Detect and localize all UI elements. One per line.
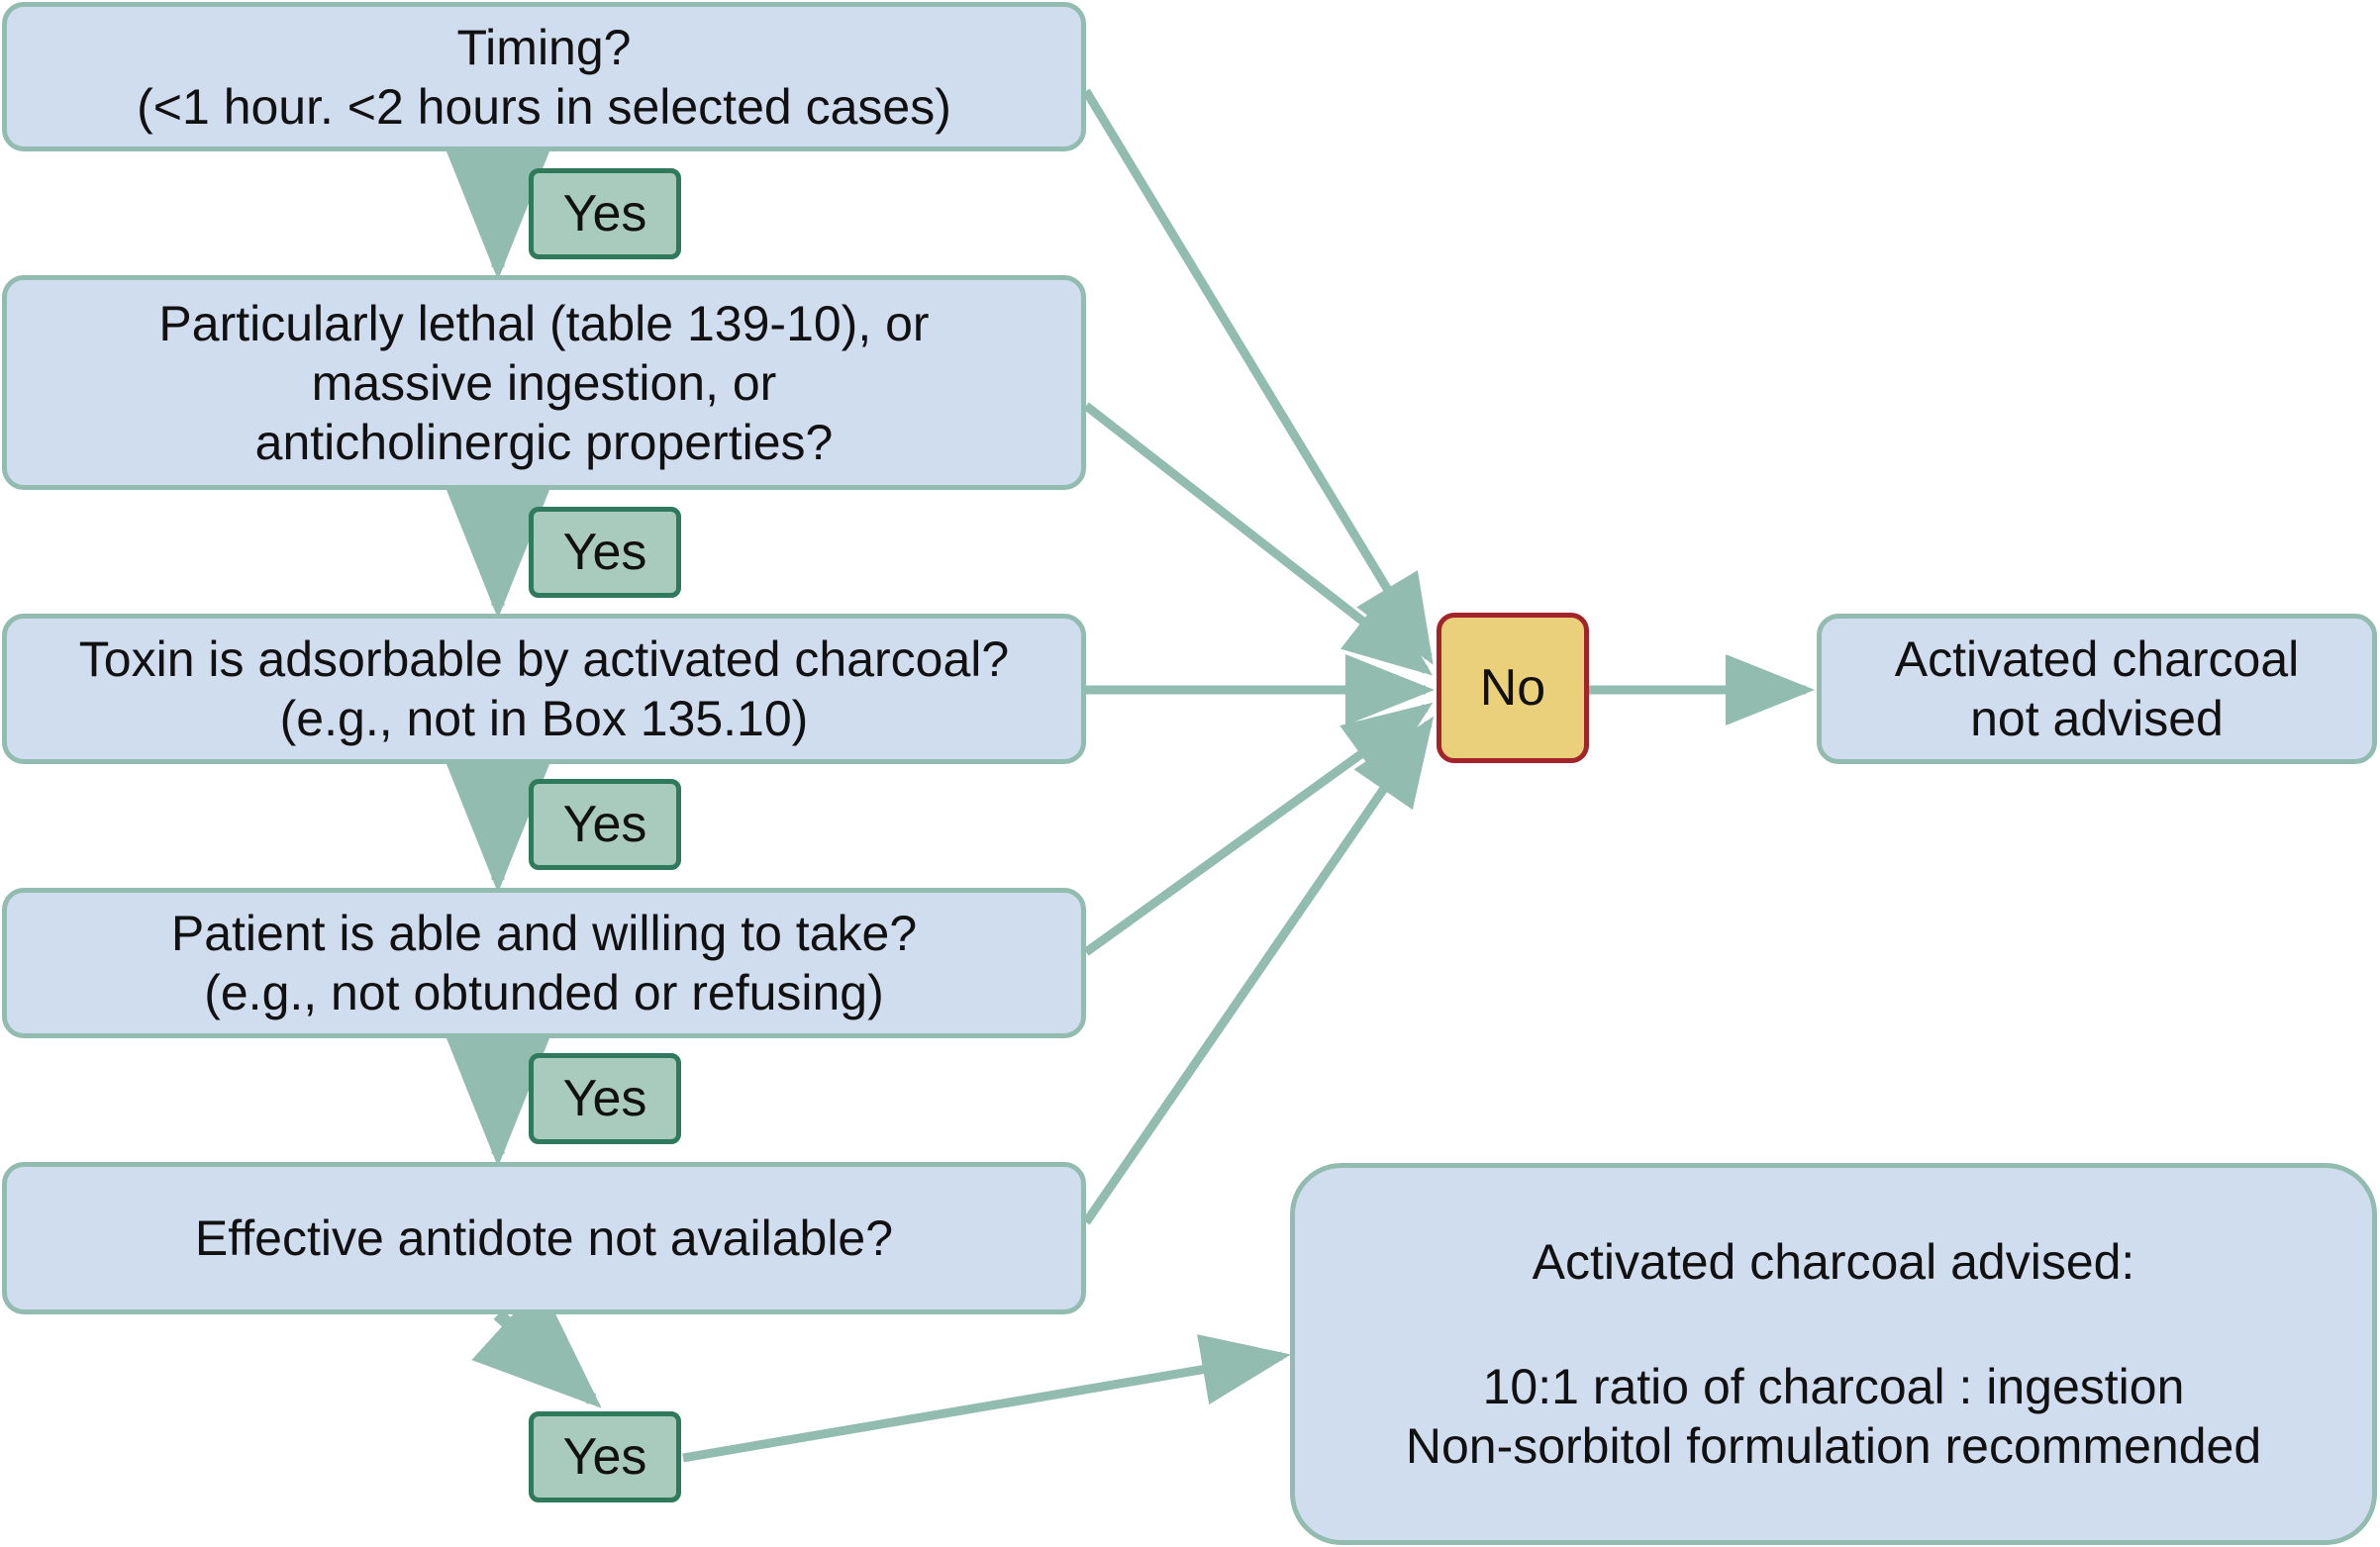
question-timing: Timing? (<1 hour. <2 hours in selected c…: [2, 2, 1086, 151]
outcome-advised: Activated charcoal advised: 10:1 ratio o…: [1290, 1163, 2377, 1545]
outcome-not-advised: Activated charcoal not advised: [1817, 614, 2377, 764]
question-line: Particularly lethal (table 139-10), or: [158, 295, 930, 351]
question-line: (e.g., not in Box 135.10): [279, 691, 809, 746]
arrow-q1-to-no: [1082, 88, 1434, 665]
outcome-line: Activated charcoal: [1894, 631, 2300, 687]
question-line: (e.g., not obtunded or refusing): [204, 965, 884, 1020]
yes-label: Yes: [529, 1053, 681, 1144]
advised-line: Non-sorbitol formulation recommended: [1405, 1418, 2262, 1474]
question-line: Toxin is adsorbable by activated charcoa…: [78, 631, 1010, 687]
advised-line: 10:1 ratio of charcoal : ingestion: [1482, 1359, 2185, 1414]
yes-label: Yes: [529, 507, 681, 598]
advised-heading: Activated charcoal advised:: [1532, 1234, 2135, 1290]
yes-label: Yes: [529, 1411, 681, 1502]
yes-label: Yes: [529, 168, 681, 259]
question-line: Patient is able and willing to take?: [170, 906, 918, 961]
arrow-q4-to-no: [1083, 702, 1434, 956]
question-antidote: Effective antidote not available?: [2, 1162, 1086, 1314]
no-label: No: [1437, 613, 1589, 763]
question-line: (<1 hour. <2 hours in selected cases): [137, 78, 951, 135]
yes-label: Yes: [529, 779, 681, 870]
arrow-yes-to-advised: [682, 1334, 1291, 1463]
outcome-line: not advised: [1970, 691, 2224, 746]
arrow-q2-to-no: [1083, 402, 1434, 676]
question-adsorbable: Toxin is adsorbable by activated charcoa…: [2, 614, 1086, 764]
question-line: massive ingestion, or: [311, 354, 777, 411]
arrow-q5-to-no: [1082, 716, 1435, 1225]
question-line: Effective antidote not available?: [194, 1210, 894, 1266]
question-line: anticholinergic properties?: [254, 414, 834, 470]
question-patient-willing: Patient is able and willing to take? (e.…: [2, 888, 1086, 1038]
question-line: Timing?: [456, 19, 632, 75]
arrow-q5-to-yes: [471, 1283, 602, 1408]
question-lethality: Particularly lethal (table 139-10), or m…: [2, 275, 1086, 490]
